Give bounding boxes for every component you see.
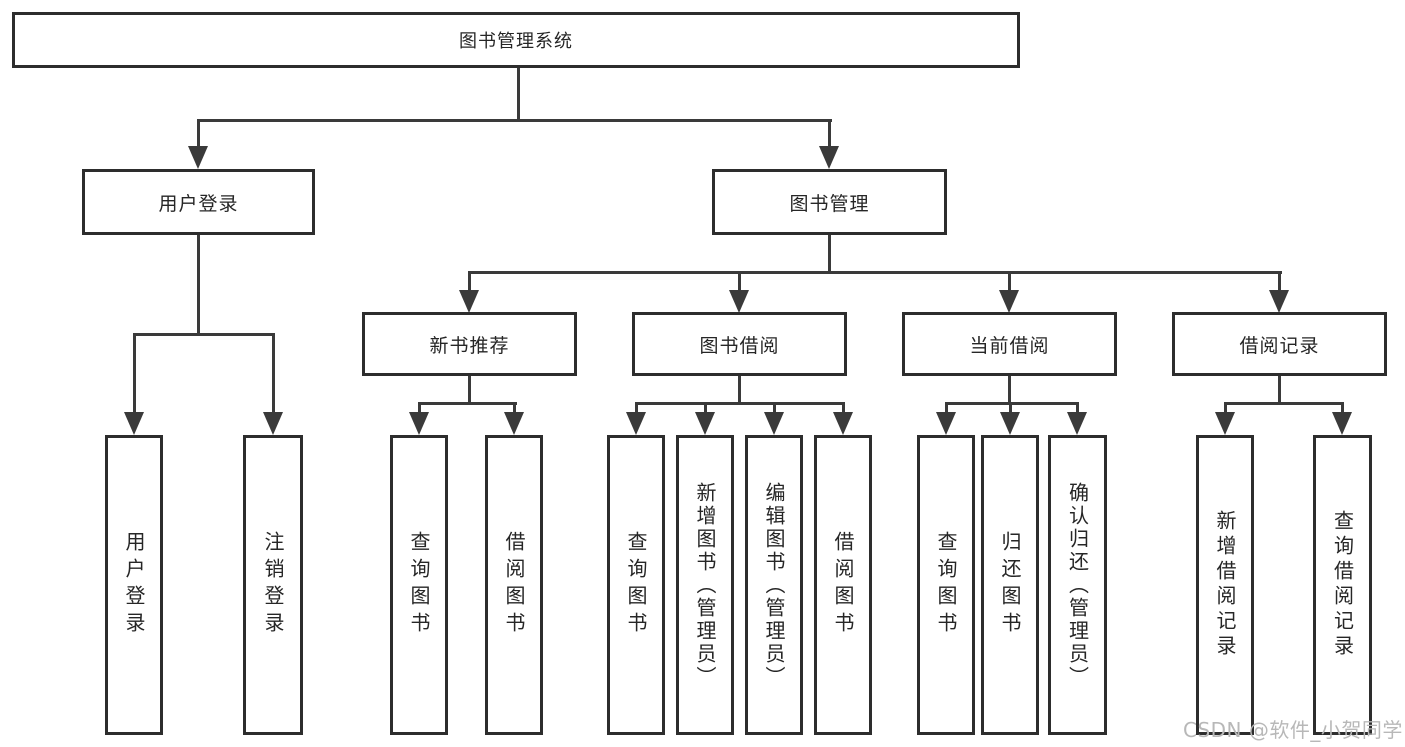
arrowhead-current-leaf1 bbox=[936, 412, 956, 435]
leaf-borrow-query-books: 查询图书 bbox=[607, 435, 665, 735]
connector-current-stem bbox=[1008, 376, 1011, 405]
leaf-user-login-label: 用户登录 bbox=[122, 531, 146, 639]
node-current-borrow: 当前借阅 bbox=[902, 312, 1117, 376]
node-book-borrow: 图书借阅 bbox=[632, 312, 847, 376]
connector-l3-recommend-drop bbox=[468, 271, 471, 293]
connector-records-leaf1-drop bbox=[1224, 402, 1227, 414]
leaf-current-confirm-return-admin-label: 确认归还（管理员） bbox=[1065, 481, 1090, 689]
connector-borrow-leaf4-drop bbox=[842, 402, 845, 414]
leaf-current-return-books: 归还图书 bbox=[981, 435, 1039, 735]
connector-book-mgmt-drop bbox=[828, 119, 831, 149]
arrowhead-recommend-leaf1 bbox=[409, 412, 429, 435]
node-book-mgmt-label: 图书管理 bbox=[789, 192, 870, 215]
leaf-current-confirm-return-admin: 确认归还（管理员） bbox=[1048, 435, 1107, 735]
arrowhead-current-leaf3 bbox=[1067, 412, 1087, 435]
node-borrow-records: 借阅记录 bbox=[1172, 312, 1387, 376]
connector-user-stem bbox=[197, 235, 200, 335]
connector-records-stem bbox=[1278, 376, 1281, 405]
node-user-login: 用户登录 bbox=[82, 169, 315, 235]
connector-recommend-rail bbox=[418, 402, 517, 405]
leaf-recommend-query-books-label: 查询图书 bbox=[407, 531, 431, 639]
leaf-borrow-add-books-admin-label: 新增图书（管理员） bbox=[693, 481, 717, 689]
connector-recommend-leaf1-drop bbox=[418, 402, 421, 414]
leaf-current-query-books-label: 查询图书 bbox=[934, 531, 958, 639]
leaf-recommend-borrow-books-label: 借阅图书 bbox=[502, 531, 526, 639]
arrowhead-user-login bbox=[188, 146, 208, 169]
leaf-borrow-borrow-books: 借阅图书 bbox=[814, 435, 872, 735]
connector-current-rail bbox=[945, 402, 1079, 405]
connector-current-leaf1-drop bbox=[945, 402, 948, 414]
connector-borrow-rail bbox=[635, 402, 845, 405]
connector-l3-borrow-drop bbox=[738, 271, 741, 293]
connector-root-stem bbox=[517, 68, 520, 122]
csdn-watermark: CSDN @软件_小贺同学 bbox=[1183, 718, 1403, 742]
connector-user-leaf2-drop bbox=[272, 333, 275, 415]
arrowhead-borrow-leaf4 bbox=[833, 412, 853, 435]
connector-l3-records-drop bbox=[1278, 271, 1281, 293]
arrowhead-recommend-leaf2 bbox=[504, 412, 524, 435]
connector-recommend-leaf2-drop bbox=[513, 402, 516, 414]
node-current-borrow-label: 当前借阅 bbox=[969, 334, 1050, 357]
node-root: 图书管理系统 bbox=[12, 12, 1020, 68]
connector-current-leaf3-drop bbox=[1076, 402, 1079, 414]
arrowhead-book-mgmt bbox=[819, 146, 839, 169]
leaf-borrow-edit-books-admin: 编辑图书（管理员） bbox=[745, 435, 803, 735]
leaf-borrow-edit-books-admin-label: 编辑图书（管理员） bbox=[762, 481, 786, 689]
leaf-records-add-record-label: 新增借阅记录 bbox=[1213, 510, 1237, 660]
leaf-recommend-query-books: 查询图书 bbox=[390, 435, 448, 735]
node-book-borrow-label: 图书借阅 bbox=[699, 334, 780, 357]
arrowhead-l3-current bbox=[999, 290, 1019, 313]
leaf-records-query-record: 查询借阅记录 bbox=[1313, 435, 1372, 735]
leaf-records-query-record-label: 查询借阅记录 bbox=[1330, 510, 1355, 660]
connector-current-leaf2-drop bbox=[1009, 402, 1012, 414]
arrowhead-user-leaf1 bbox=[124, 412, 144, 435]
arrowhead-borrow-leaf1 bbox=[626, 412, 646, 435]
node-new-book-recommend-label: 新书推荐 bbox=[429, 334, 510, 357]
connector-records-rail bbox=[1224, 402, 1344, 405]
node-book-mgmt: 图书管理 bbox=[712, 169, 947, 235]
node-user-login-label: 用户登录 bbox=[158, 192, 239, 215]
leaf-user-login: 用户登录 bbox=[105, 435, 163, 735]
leaf-logout: 注销登录 bbox=[243, 435, 303, 735]
arrowhead-l3-borrow bbox=[729, 290, 749, 313]
node-new-book-recommend: 新书推荐 bbox=[362, 312, 577, 376]
arrowhead-borrow-leaf2 bbox=[695, 412, 715, 435]
arrowhead-records-leaf2 bbox=[1332, 412, 1352, 435]
node-borrow-records-label: 借阅记录 bbox=[1239, 334, 1320, 357]
leaf-borrow-borrow-books-label: 借阅图书 bbox=[831, 531, 855, 639]
arrowhead-l3-recommend bbox=[459, 290, 479, 313]
leaf-logout-label: 注销登录 bbox=[261, 531, 285, 639]
connector-l3-current-drop bbox=[1008, 271, 1011, 293]
connector-user-rail bbox=[133, 333, 275, 336]
arrowhead-borrow-leaf3 bbox=[764, 412, 784, 435]
connector-borrow-stem bbox=[738, 376, 741, 405]
leaf-records-add-record: 新增借阅记录 bbox=[1196, 435, 1254, 735]
leaf-current-return-books-label: 归还图书 bbox=[998, 531, 1022, 639]
connector-user-login-drop bbox=[197, 119, 200, 149]
connector-mgmt-stem bbox=[828, 235, 831, 274]
arrowhead-records-leaf1 bbox=[1215, 412, 1235, 435]
leaf-borrow-add-books-admin: 新增图书（管理员） bbox=[676, 435, 734, 735]
connector-records-leaf2-drop bbox=[1341, 402, 1344, 414]
connector-user-leaf1-drop bbox=[133, 333, 136, 415]
leaf-recommend-borrow-books: 借阅图书 bbox=[485, 435, 543, 735]
leaf-borrow-query-books-label: 查询图书 bbox=[624, 531, 648, 639]
arrowhead-current-leaf2 bbox=[1000, 412, 1020, 435]
connector-recommend-stem bbox=[468, 376, 471, 405]
connector-level2-rail bbox=[197, 119, 832, 122]
leaf-current-query-books: 查询图书 bbox=[917, 435, 975, 735]
connector-borrow-leaf1-drop bbox=[635, 402, 638, 414]
connector-borrow-leaf2-drop bbox=[704, 402, 707, 414]
connector-borrow-leaf3-drop bbox=[773, 402, 776, 414]
connector-level3-rail bbox=[469, 271, 1282, 274]
node-root-label: 图书管理系统 bbox=[459, 31, 573, 52]
arrowhead-l3-records bbox=[1269, 290, 1289, 313]
arrowhead-user-leaf2 bbox=[263, 412, 283, 435]
